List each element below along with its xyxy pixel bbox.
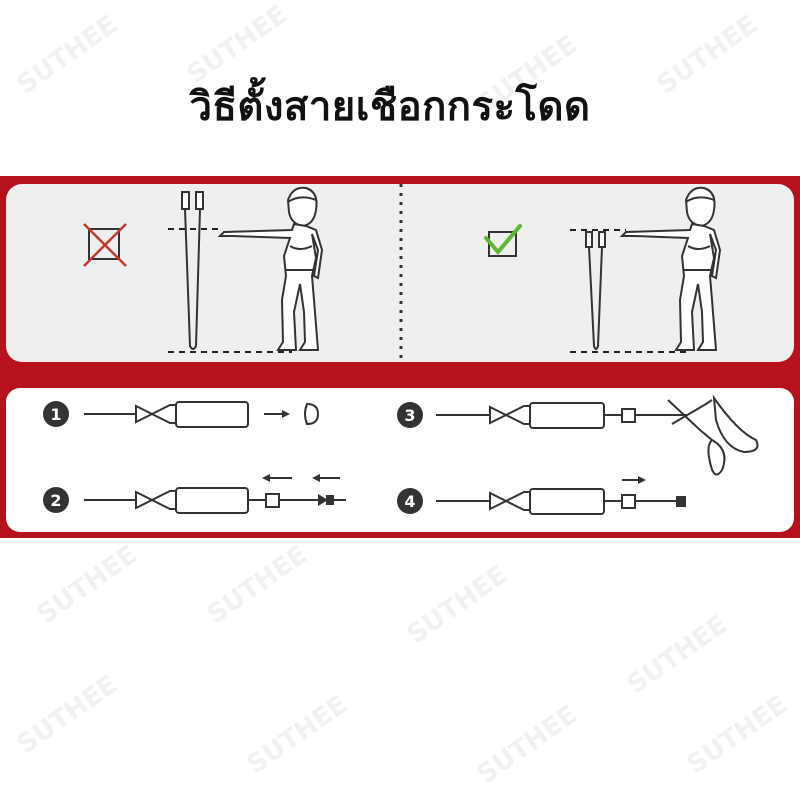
step-3: 3 xyxy=(397,394,759,476)
step-number: 1 xyxy=(50,405,61,424)
rope-handle xyxy=(175,487,249,514)
woman-figure xyxy=(217,186,324,351)
step-1: 1 xyxy=(43,401,320,428)
check-box-icon xyxy=(484,224,522,257)
jump-rope-adjusted xyxy=(585,231,606,350)
stopper xyxy=(621,408,636,423)
stopper xyxy=(621,494,636,509)
scissors-icon xyxy=(667,394,759,476)
incorrect-panel xyxy=(83,186,324,353)
x-box-icon xyxy=(83,223,127,267)
woman-figure xyxy=(619,186,722,351)
step-number: 4 xyxy=(404,492,415,511)
step-number: 3 xyxy=(404,406,415,425)
page-title: วิธีตั้งสายเชือกกระโดด xyxy=(189,84,591,130)
rope-handle xyxy=(175,401,249,428)
clamp xyxy=(318,494,328,506)
end-clamp xyxy=(676,496,686,507)
step-4: 4 xyxy=(397,476,686,515)
step-2: 2 xyxy=(43,474,346,514)
end-cap xyxy=(304,402,320,426)
step-number: 2 xyxy=(50,491,61,510)
stopper xyxy=(265,493,280,508)
correct-panel xyxy=(484,186,722,353)
jump-rope-long xyxy=(181,191,204,350)
rope-handle xyxy=(529,488,605,515)
top-panel xyxy=(6,184,794,362)
rope-handle xyxy=(529,402,605,429)
